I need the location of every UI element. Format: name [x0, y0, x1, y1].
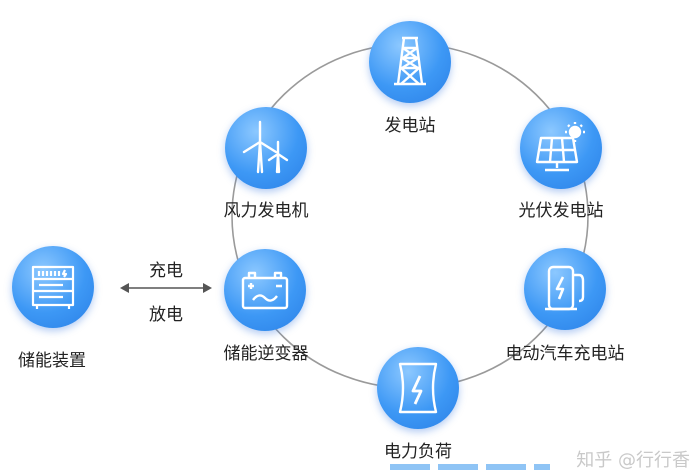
charge-label: 充电: [149, 261, 183, 281]
storage-rack-icon: [31, 265, 75, 309]
node-ev-charging: [524, 248, 606, 330]
node-storage-device: [12, 246, 94, 328]
solar-panel-icon: [535, 122, 585, 172]
cropped-footer: [390, 464, 550, 470]
node-pv-station: [520, 107, 602, 189]
battery-icon: [241, 271, 289, 310]
node-storage-inverter: [224, 249, 306, 331]
node-wind-generator: [225, 107, 307, 189]
node-label: 发电站: [384, 116, 436, 136]
tower-icon: [394, 36, 426, 86]
storage-device-label: 储能装置: [18, 351, 86, 371]
node-power-station: 发电站: [369, 21, 451, 136]
double-arrow-icon: [120, 283, 212, 293]
node-label: 光伏发电站: [518, 201, 604, 221]
node-label: 储能逆变器: [223, 344, 309, 364]
node-power-load: 电力负荷: [377, 347, 459, 462]
ev-charger-icon: [545, 265, 585, 311]
discharge-label: 放电: [149, 305, 183, 325]
node-label: 风力发电机: [223, 201, 309, 221]
watermark: 知乎 @行行香: [576, 450, 690, 471]
wind-turbine-icon: [242, 120, 289, 174]
node-label: 电动汽车充电站: [505, 344, 625, 364]
node-label: 电力负荷: [384, 442, 452, 462]
charge-discharge-arrow: 充电 放电: [118, 252, 214, 332]
lightning-icon: [398, 362, 438, 414]
